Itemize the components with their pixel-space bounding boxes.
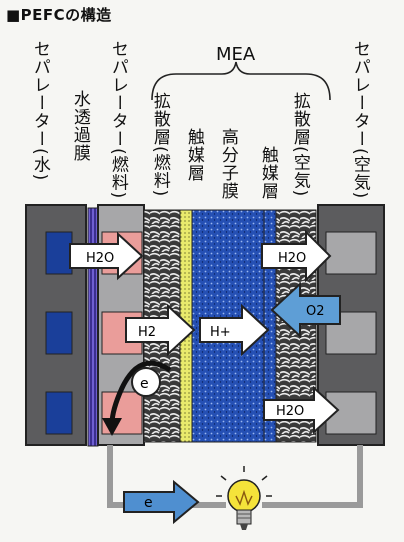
figure-title: ■PEFCの構造 — [6, 6, 112, 24]
electron-circle — [131, 367, 161, 397]
label-catalyst-layer-air: 触媒層 — [257, 146, 278, 200]
water-channel — [45, 391, 73, 435]
mea-label: MEA — [216, 44, 256, 65]
arrow-h-plus — [199, 303, 270, 357]
mea-brace — [151, 61, 331, 101]
arrow-h2o-right-bottom — [263, 385, 340, 435]
electron-circle-label: e — [140, 376, 149, 392]
arrow-h2 — [125, 303, 196, 357]
arrow-o2 — [270, 281, 341, 339]
water-channel — [45, 231, 73, 275]
arrow-h-plus-label: H+ — [210, 325, 231, 340]
label-water-permeable-membrane: 水透過膜 — [69, 90, 90, 162]
arrow-h2o-right-top — [261, 229, 332, 283]
label-separator-air: セパレーター(空気) — [349, 40, 370, 200]
arrow-electron-bottom-label: e — [144, 495, 153, 511]
water-channel — [45, 311, 73, 355]
arrow-h2o-right-top-label: H2O — [278, 251, 306, 266]
air-channel — [325, 231, 377, 275]
electron-path-arrowhead — [102, 418, 122, 436]
label-catalyst-layer-fuel: 触媒層 — [183, 128, 204, 182]
arrow-h2o-left-label: H2O — [86, 251, 114, 266]
arrow-electron-bottom — [123, 479, 200, 525]
electron-path-arrow — [109, 360, 172, 425]
arrow-h2o-left — [69, 231, 144, 281]
arrow-h2o-right-bottom-label: H2O — [276, 404, 304, 419]
label-separator-fuel: セパレーター(燃料) — [107, 40, 128, 200]
label-separator-water: セパレーター(水) — [29, 40, 50, 182]
light-bulb-icon — [216, 466, 272, 530]
label-diffusion-layer-air: 拡散層(空気) — [289, 92, 310, 198]
arrow-h2-label: H2 — [138, 325, 156, 340]
label-diffusion-layer-fuel: 拡散層(燃料) — [149, 92, 170, 198]
label-polymer-membrane: 高分子膜 — [217, 128, 238, 200]
arrow-o2-label: O2 — [306, 304, 325, 319]
